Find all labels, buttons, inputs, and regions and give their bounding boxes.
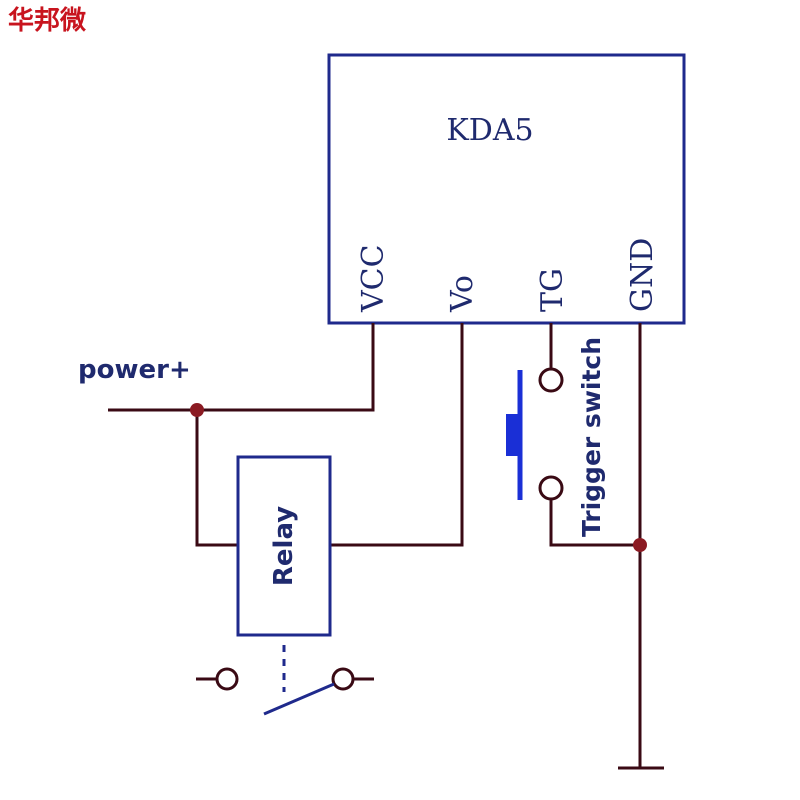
trigger-switch-label: Trigger switch <box>577 337 606 537</box>
pin-label-vcc: VCC <box>356 244 391 313</box>
kda5-module-box <box>327 53 686 325</box>
wire-power-to-relay <box>195 410 238 547</box>
pin-label-tg: TG <box>535 268 570 312</box>
wire-switch-to-gnd <box>549 500 640 547</box>
relay-contact-right-terminal <box>331 667 355 691</box>
relay-contact-blade <box>263 682 335 716</box>
trigger-switch-bottom-terminal <box>538 475 564 501</box>
relay-box <box>236 455 332 637</box>
power-label: power+ <box>78 355 191 385</box>
brand-logo-text: 华邦微 <box>8 5 86 36</box>
junction-node-power <box>190 403 204 417</box>
pin-label-vo: Vo <box>445 275 480 313</box>
relay-contact-left-terminal <box>215 667 239 691</box>
relay-label: Relay <box>269 506 299 586</box>
pin-label-gnd: GND <box>625 238 660 312</box>
trigger-switch-plunger-icon <box>506 414 520 456</box>
trigger-switch-top-terminal <box>538 367 564 393</box>
wire-vo <box>330 323 464 547</box>
module-title: KDA5 <box>446 113 533 148</box>
junction-node-gnd <box>633 538 647 552</box>
